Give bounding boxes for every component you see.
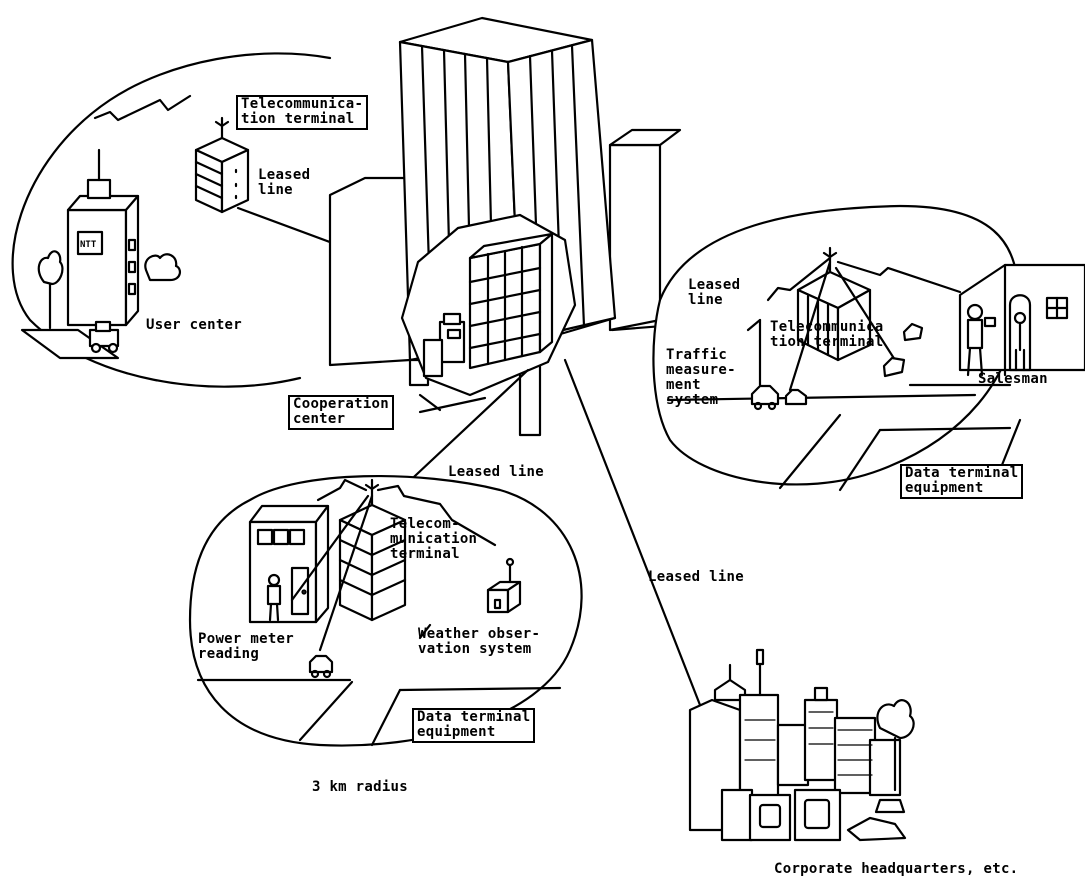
label-telecom-terminal-bottom: Telecom- munication terminal: [390, 517, 477, 562]
logo-text: NTT: [80, 240, 97, 250]
cooperation-center-pointer: [420, 398, 485, 412]
label-salesman: Salesman: [978, 372, 1048, 387]
label-leased-line-middle: Leased line: [448, 465, 544, 480]
label-user-center: User center: [146, 318, 242, 333]
label-radius: 3 km radius: [312, 780, 408, 795]
label-traffic-system: Traffic measure- ment system: [666, 348, 736, 408]
label-cooperation-center: Cooperation center: [288, 395, 394, 430]
label-data-terminal-right: Data terminal equipment: [900, 464, 1023, 499]
label-leased-line-top: Leased line: [258, 168, 310, 198]
label-corporate-hq: Corporate headquarters, etc.: [774, 862, 1018, 877]
telecom-terminal-top: [196, 118, 248, 212]
label-leased-line-right: Leased line: [688, 278, 740, 308]
label-leased-line-lower: Leased line: [648, 570, 744, 585]
label-weather-system: Weather obser- vation system: [418, 627, 540, 657]
cooperation-center-building: [330, 18, 680, 435]
power-meter-region: [190, 476, 582, 745]
label-power-meter: Power meter reading: [198, 632, 294, 662]
label-telecom-terminal-right: Telecommunica tion terminal: [770, 320, 883, 350]
label-telecom-terminal-top: Telecommunica- tion terminal: [236, 95, 368, 130]
label-data-terminal-bottom: Data terminal equipment: [412, 708, 535, 743]
corporate-hq-city: [690, 650, 914, 840]
